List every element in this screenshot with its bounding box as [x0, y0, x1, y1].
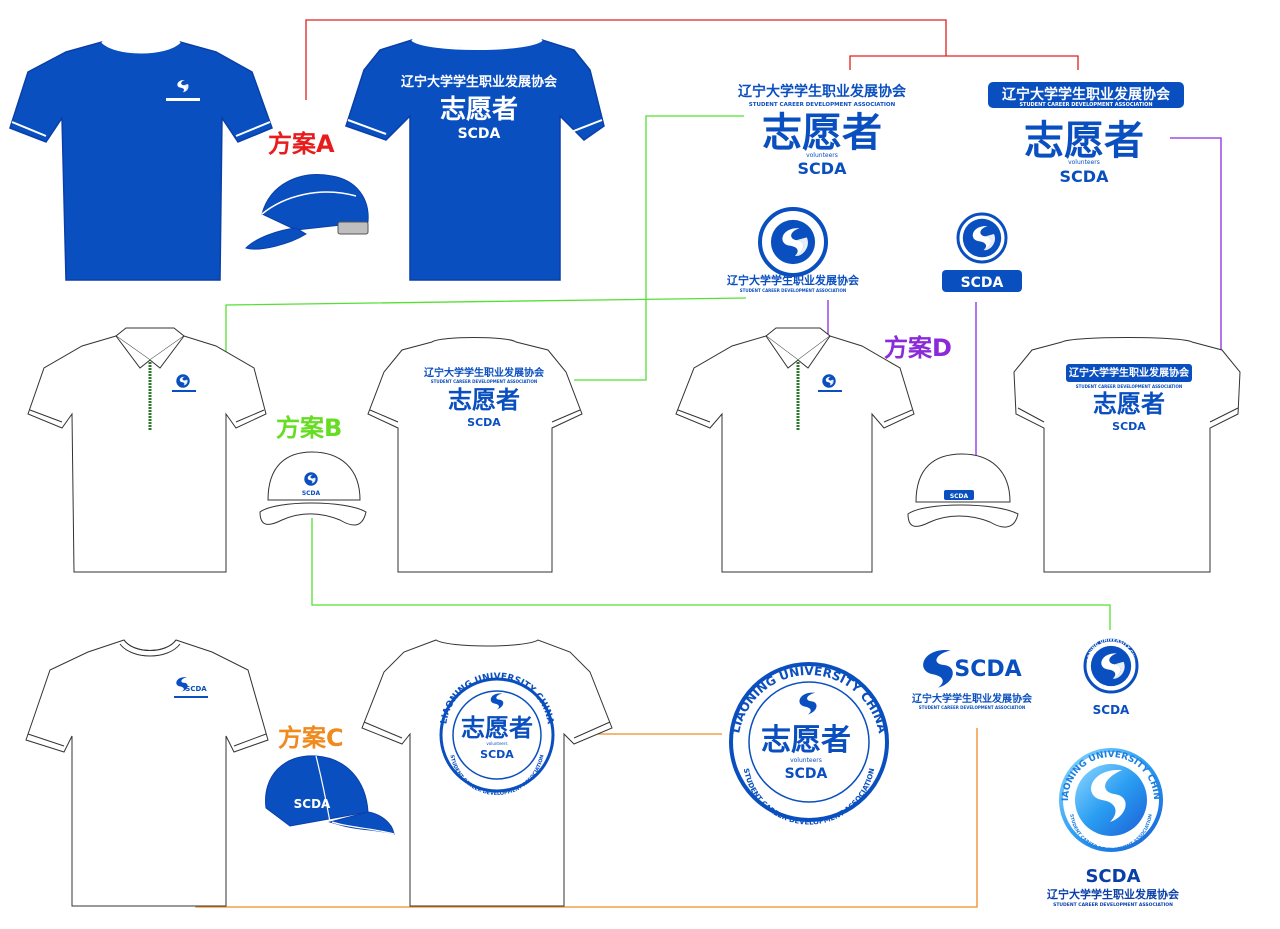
- back-volunteer-text: 志愿者: [440, 95, 518, 125]
- scda-swirl-logo-icon: [176, 374, 190, 388]
- polo-back-volunteer: 志愿者: [448, 386, 520, 414]
- small-badge-scda-text: SCDA: [1093, 703, 1130, 717]
- badge-org-name: 辽宁大学学生职业发展协会: [727, 273, 860, 287]
- horizontal-scda-text: SCDA: [954, 657, 1021, 682]
- purple-connector-1: [1170, 137, 1222, 396]
- scheme-b-polo-front: [27, 327, 267, 573]
- horizontal-scda-logo: SCDA 辽宁大学学生职业发展协会 STUDENT CAREER DEVELOP…: [912, 650, 1032, 710]
- back-org-name: 辽宁大学学生职业发展协会: [401, 74, 558, 90]
- polo-back-org-name: 辽宁大学学生职业发展协会: [424, 366, 544, 379]
- badge-scda-text: SCDA: [961, 275, 1004, 291]
- scda-swirl-logo-icon: [822, 374, 836, 388]
- volunteer-text-1: 志愿者: [762, 110, 882, 156]
- scheme-c-label: 方案C: [278, 724, 344, 752]
- grad-scda-text: SCDA: [1085, 866, 1140, 887]
- front-c-scda: SCDA: [185, 685, 207, 693]
- volunteer-en-1: volunteers: [806, 152, 838, 159]
- polo-d-volunteer: 志愿者: [1093, 390, 1165, 418]
- scheme-b-label: 方案B: [276, 414, 342, 442]
- cap-c-scda: SCDA: [294, 797, 331, 811]
- horizontal-org-name: 辽宁大学学生职业发展协会: [912, 692, 1032, 705]
- scheme-d-polo-front: [675, 327, 915, 573]
- shirt-c-scda: SCDA: [480, 748, 514, 761]
- scheme-a-front-tshirt: [9, 41, 273, 281]
- seal-scda: SCDA: [785, 766, 828, 782]
- scheme-a-back-tshirt: 辽宁大学学生职业发展协会 志愿者 SCDA: [345, 39, 605, 281]
- polo-d-org-en: STUDENT CAREER DEVELOPMENT ASSOCIATION: [1076, 384, 1182, 389]
- scda-swirl-logo-icon: [172, 76, 192, 96]
- scda-swirl-logo-icon: [923, 650, 953, 688]
- scheme-a-label: 方案A: [268, 130, 335, 158]
- scda-swirl-logo-icon: [1090, 645, 1132, 687]
- scda-swirl-logo-icon: [770, 219, 816, 265]
- seal-volunteer-en: volunteers: [790, 757, 822, 764]
- back-scda-text: SCDA: [458, 126, 501, 142]
- text-logo-volunteer-1: 辽宁大学学生职业发展协会 STUDENT CAREER DEVELOPMENT …: [738, 83, 907, 178]
- polo-back-scda: SCDA: [467, 416, 501, 429]
- cap-scda-text: SCDA: [302, 490, 321, 497]
- org-name-cn-1: 辽宁大学学生职业发展协会: [738, 83, 907, 100]
- org-name-en-2: STUDENT CAREER DEVELOPMENT ASSOCIATION: [1019, 102, 1152, 108]
- scheme-a-cap-icon: [245, 174, 369, 250]
- seal-volunteer: 志愿者: [761, 723, 851, 758]
- scheme-c-back-tshirt: LIAONING UNIVERSITY CHINA STUDENT CAREER…: [361, 639, 613, 907]
- polo-d-org-name: 辽宁大学学生职业发展协会: [1069, 366, 1189, 379]
- scda-swirl-logo-icon: [962, 218, 1002, 258]
- grad-org-name: 辽宁大学学生职业发展协会: [1047, 887, 1180, 901]
- badge-logo-with-scda: SCDA: [942, 212, 1022, 292]
- green-connector-2: [225, 297, 747, 372]
- shirt-c-volunteer-en: volunteers: [486, 741, 507, 746]
- text-logo-volunteer-2: 辽宁大学学生职业发展协会 STUDENT CAREER DEVELOPMENT …: [988, 82, 1184, 186]
- green-connector-3: [311, 518, 1111, 630]
- shirt-c-volunteer: 志愿者: [461, 714, 533, 742]
- horizontal-org-en: STUDENT CAREER DEVELOPMENT ASSOCIATION: [919, 705, 1025, 710]
- scda-swirl-logo-icon: [304, 472, 318, 486]
- cap-d-scda-text: SCDA: [950, 493, 969, 500]
- scheme-c-cap-icon: SCDA: [265, 755, 395, 835]
- scda-text-1: SCDA: [798, 159, 848, 178]
- scheme-d-polo-back: 辽宁大学学生职业发展协会 STUDENT CAREER DEVELOPMENT …: [1013, 337, 1241, 573]
- red-connector-branch: [849, 55, 1079, 70]
- org-name-cn-2: 辽宁大学学生职业发展协会: [1002, 86, 1171, 103]
- scheme-b-cap-icon: SCDA: [259, 451, 367, 526]
- red-connector: [305, 19, 947, 100]
- scheme-c-front-tshirt: SCDA: [25, 639, 269, 907]
- grad-org-en: STUDENT CAREER DEVELOPMENT ASSOCIATION: [1053, 902, 1173, 908]
- scheme-d-cap-icon: SCDA: [907, 453, 1019, 528]
- volunteer-en-2: volunteers: [1068, 159, 1100, 166]
- polo-d-scda: SCDA: [1112, 420, 1146, 433]
- green-connector-1: [574, 115, 744, 381]
- scheme-d-label: 方案D: [884, 334, 952, 362]
- volunteer-text-2: 志愿者: [1024, 118, 1144, 164]
- badge-org-name-en: STUDENT CAREER DEVELOPMENT ASSOCIATION: [740, 288, 846, 293]
- polo-back-org-en: STUDENT CAREER DEVELOPMENT ASSOCIATION: [431, 379, 537, 384]
- scda-text-2: SCDA: [1060, 167, 1110, 186]
- round-seal-logo: LIAONING UNIVERSITY CHINA STUDENT CAREER…: [728, 662, 890, 827]
- scheme-b-polo-back: 辽宁大学学生职业发展协会 STUDENT CAREER DEVELOPMENT …: [367, 337, 583, 573]
- org-name-en-1: STUDENT CAREER DEVELOPMENT ASSOCIATION: [749, 102, 896, 108]
